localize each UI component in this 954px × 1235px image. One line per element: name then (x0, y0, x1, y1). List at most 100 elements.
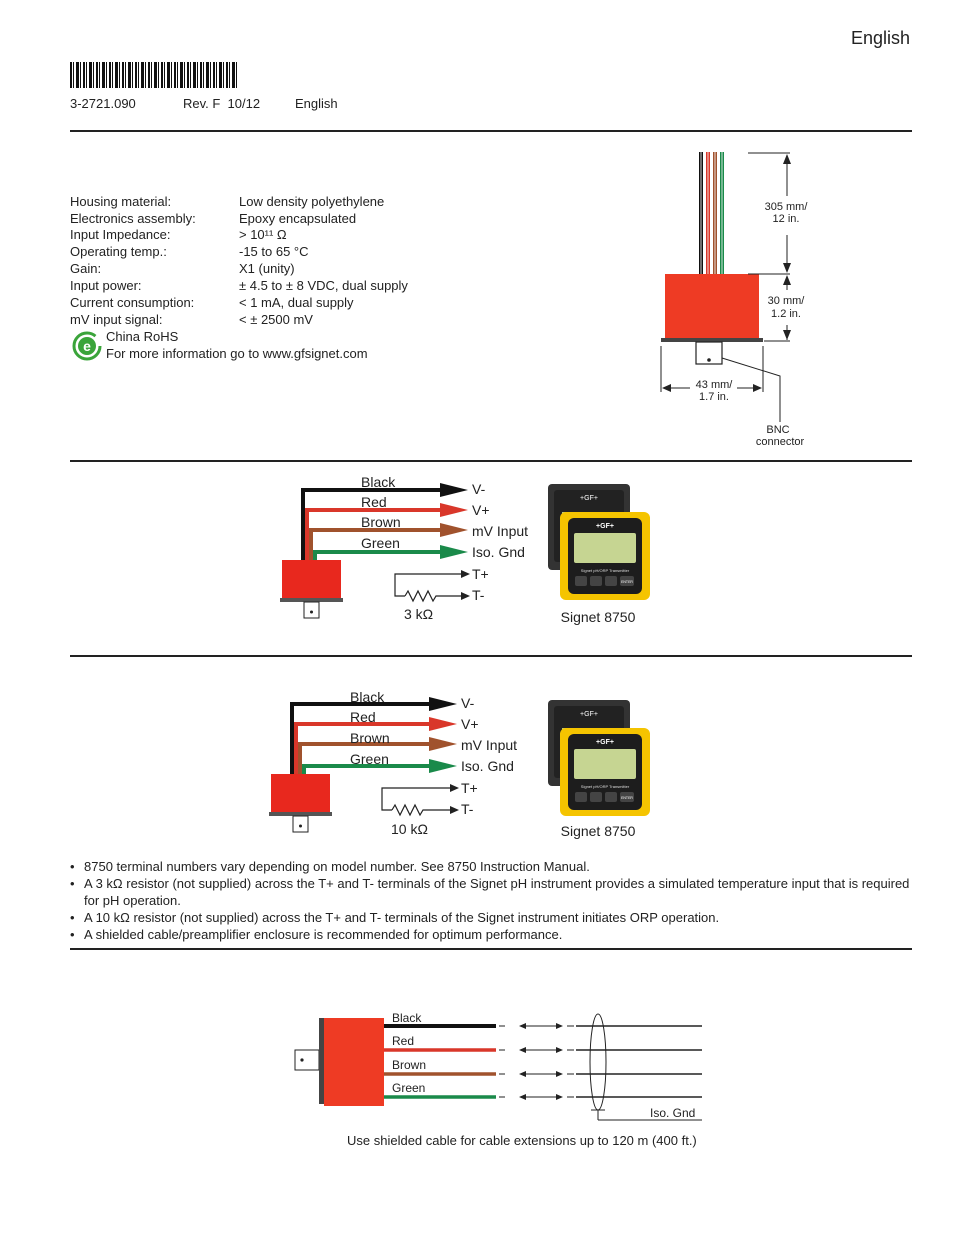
arrow-black (440, 483, 468, 497)
instrument-name: Signet 8750 (561, 823, 636, 839)
notes-list: 8750 terminal numbers vary depending on … (70, 858, 912, 943)
spec-label: Input Impedance: (70, 227, 171, 242)
wire-label: Brown (361, 514, 401, 530)
note-item: A 3 kΩ resistor (not supplied) across th… (70, 875, 912, 909)
svg-text:+GF+: +GF+ (580, 495, 598, 502)
svg-text:ENTER: ENTER (621, 796, 633, 800)
section-rule-1 (70, 130, 912, 132)
wire-brown (298, 742, 429, 774)
wire-label: Red (361, 494, 387, 510)
arrow-red (440, 503, 468, 517)
spec-label: Electronics assembly: (70, 211, 196, 226)
wire-red (294, 722, 429, 774)
language-label: English (851, 28, 911, 48)
resistor (404, 589, 468, 603)
signet-8750-image: +GF+ +GF+ Signet pH/ORP Transmitter ENTE… (548, 700, 650, 816)
spec-value: < 1 mA, dual supply (239, 295, 354, 310)
wire-brown (309, 528, 440, 560)
part-number: 3-2721.090 (70, 96, 136, 111)
wire-label: Brown (350, 730, 390, 746)
dim-cable-in: 12 in. (773, 213, 800, 225)
ext-wire-label: Green (392, 1081, 425, 1095)
spec-label: mV input signal: (70, 312, 163, 327)
bnc-label-2: connector (756, 436, 805, 448)
dim-height-mm: 30 mm/ (768, 295, 806, 307)
signet-8750-image: +GF+ +GF+ Signet pH/ORP Transmitter ENTE… (548, 484, 650, 600)
terminal-label: T- (461, 801, 474, 817)
svg-text:ENTER: ENTER (621, 580, 633, 584)
spec-label: Current consumption: (70, 295, 195, 310)
terminal-label: T+ (472, 566, 489, 582)
wire-black (301, 488, 440, 560)
bnc-label: BNC (766, 424, 789, 436)
dim-width-mm: 43 mm/ (696, 379, 734, 391)
ext-wire-label: Black (392, 1011, 422, 1025)
wire-label: Green (350, 751, 389, 767)
terminal-label: T+ (461, 780, 478, 796)
note-item: A shielded cable/preamplifier enclosure … (70, 926, 912, 943)
rohs-icon: e (72, 331, 102, 361)
arrow-red (429, 717, 457, 731)
terminal-label: mV Input (472, 523, 528, 539)
wire-green (313, 550, 440, 560)
instrument-name: Signet 8750 (561, 609, 636, 625)
ext-wire-label: Brown (392, 1058, 426, 1072)
note-item: 8750 terminal numbers vary depending on … (70, 858, 912, 875)
arrow-brown (440, 523, 468, 537)
spec-value: < ± 2500 mV (239, 312, 313, 327)
dim-width-in: 1.7 in. (699, 391, 729, 403)
instrument-brand: +GF+ (596, 739, 614, 746)
wire-label: Black (361, 474, 396, 490)
terminal-label: V- (461, 695, 475, 711)
spec-label: Gain: (70, 261, 102, 276)
preamp-body (282, 560, 341, 598)
doc-language: English (295, 96, 338, 111)
arrow-black (429, 697, 457, 711)
wire-label: Black (350, 689, 385, 705)
arrow-green (429, 759, 457, 773)
spec-value: Epoxy encapsulated (239, 211, 357, 226)
spec-value: Low density polyethylene (239, 194, 385, 209)
dim-cable-mm: 305 mm/ (765, 201, 809, 213)
iso-gnd-label: Iso. Gnd (650, 1106, 695, 1120)
section-rule-2 (70, 460, 912, 462)
cable-extension-diagram: Black Red Brown Green Iso. Gnd (294, 1011, 702, 1121)
instrument-display: Signet pH/ORP Transmitter (581, 784, 630, 789)
wire-black (290, 702, 429, 774)
shield-symbol (589, 1013, 607, 1111)
cable-wires (699, 152, 724, 274)
wire-label: Green (361, 535, 400, 551)
section-rule-3 (70, 655, 912, 657)
resistor (391, 803, 457, 817)
terminal-label: mV Input (461, 737, 517, 753)
preamp-body (271, 774, 330, 812)
resistor-value: 3 kΩ (404, 606, 433, 622)
terminal-label: V+ (461, 716, 479, 732)
note-item: A 10 kΩ resistor (not supplied) across t… (70, 909, 912, 926)
wire-label: Red (350, 709, 376, 725)
terminal-label: Iso. Gnd (472, 544, 525, 560)
dim-height-in: 1.2 in. (771, 308, 801, 320)
revision: Rev. F 10/12 (183, 96, 261, 111)
wire-green (302, 764, 429, 774)
extension-caption: Use shielded cable for cable extensions … (347, 1133, 697, 1148)
spec-label: Input power: (70, 278, 142, 293)
wire-red (305, 508, 440, 560)
preamp-body (324, 1018, 384, 1106)
resistor-value: 10 kΩ (391, 821, 428, 837)
rohs-letter: e (83, 338, 91, 354)
rohs-title: China RoHS (106, 329, 179, 344)
wiring-diagram-orp: Black Red Brown Green V- V+ mV Input Iso… (269, 689, 650, 839)
instrument-display: Signet pH/ORP Transmitter (581, 568, 630, 573)
instrument-brand: +GF+ (596, 523, 614, 530)
bnc-connector (695, 341, 723, 365)
spec-value: X1 (unity) (239, 261, 295, 276)
rohs-info: For more information go to www.gfsignet.… (106, 346, 368, 361)
arrow-green (440, 545, 468, 559)
wiring-diagram-ph: Black Red Brown Green V- V+ mV Input Iso… (280, 474, 650, 625)
spec-label: Operating temp.: (70, 244, 167, 259)
section-rule-4 (70, 948, 912, 950)
terminal-label: V- (472, 481, 486, 497)
terminal-label: T- (472, 587, 485, 603)
spec-value: ± 4.5 to ± 8 VDC, dual supply (239, 278, 408, 293)
